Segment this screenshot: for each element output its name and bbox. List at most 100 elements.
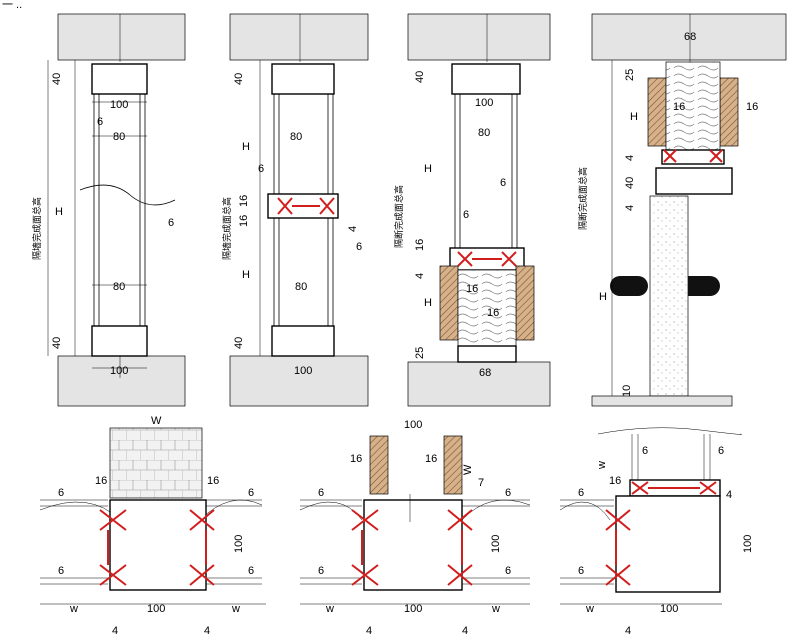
upper-frame	[661, 149, 725, 165]
d1-inner-bot: 80	[113, 281, 125, 293]
d3-gap-l: 6	[463, 209, 469, 221]
p1-wl: w	[69, 603, 78, 615]
plan-2-section: 100 16 16 W 7 6 6 6 6 100 w 100 w 4 4	[299, 419, 531, 637]
p1-wr: w	[231, 603, 240, 615]
handle-right	[688, 276, 720, 296]
header-fragment: 一 ..	[2, 0, 22, 11]
d1-top-w: 100	[110, 99, 128, 111]
d2-mid-c: 4	[347, 226, 359, 232]
d4-top-h: 25	[624, 69, 636, 81]
d2-height-top: H	[242, 141, 250, 153]
door-head	[655, 167, 733, 195]
wood-panel-right	[443, 435, 463, 495]
d4-vlabel: 隔断完成面总高	[577, 167, 589, 230]
detail-1-section: 40 40 100 6 80 H 6 80 100 隔墙完成面总高	[31, 13, 186, 407]
p2-b4r: 4	[462, 625, 468, 637]
d3-mid16: 16	[414, 239, 426, 251]
d4-mid4b: 4	[624, 205, 636, 211]
d4-bot-h: 10	[621, 385, 633, 397]
d2-gap-top: 6	[258, 163, 264, 175]
d2-vlabel: 隔墙完成面总高	[221, 197, 233, 260]
plan-3-section: 6 6 w 16 6 4 6 100 w 100 4	[559, 427, 754, 637]
p3-a6a: 6	[642, 445, 648, 457]
top-track	[451, 63, 521, 95]
d4-height-top: H	[630, 111, 638, 123]
detail-4-section: 68 25 16 16 H 4 40 4 H 10 隔断完成面总高	[577, 13, 787, 407]
d3-vlabel: 隔断完成面总高	[393, 185, 405, 248]
d3-top-h: 40	[414, 71, 426, 83]
d2-mid-a: 16	[238, 195, 250, 207]
p2-wv: W	[462, 464, 474, 475]
top-track	[91, 63, 148, 95]
d3-top-w: 100	[475, 97, 493, 109]
d2-bot-w: 100	[294, 365, 312, 377]
p2-wr: w	[491, 603, 500, 615]
p1-a6r: 6	[248, 487, 254, 499]
p1-a16r: 16	[207, 475, 219, 487]
p2-wl: w	[325, 603, 334, 615]
tile-wall	[109, 427, 203, 499]
wood-panel-left	[647, 77, 667, 147]
wood-panel-right	[515, 265, 535, 341]
break-line	[79, 184, 176, 206]
d4-wood-l: 16	[673, 101, 685, 113]
bottom-track	[271, 325, 335, 357]
p2-wood16r: 16	[425, 453, 437, 465]
p2-wood16l: 16	[350, 453, 362, 465]
wood-panel-left	[439, 265, 459, 341]
p3-wl: w	[585, 603, 594, 615]
p2-a6l: 6	[318, 487, 324, 499]
p1-d100: 100	[233, 535, 245, 553]
plan-1-section: W 16 16 6 6 6 6 100 w 100 w 4 4	[39, 415, 266, 637]
detail-3-section: 40 100 80 H 6 6 16 4 16 16 H 25 68 隔断完成面…	[393, 13, 551, 407]
d2-bot-h: 40	[233, 337, 245, 349]
floor-slab	[229, 355, 369, 407]
wood-panel-left	[369, 435, 389, 495]
d2-height-bot: H	[242, 269, 250, 281]
d4-wood-r: 16	[746, 101, 758, 113]
p3-a6l: 6	[578, 487, 584, 499]
top-track	[271, 63, 335, 95]
d1-inner-top: 80	[113, 131, 125, 143]
p3-wv: w	[596, 461, 608, 470]
p2-b4l: 4	[366, 625, 372, 637]
d3-height-bot: H	[424, 297, 432, 309]
d3-height-top: H	[424, 163, 432, 175]
ceiling-slab	[591, 13, 787, 61]
p3-b4: 4	[625, 625, 631, 637]
p2-d100: 100	[490, 535, 502, 553]
door-post	[363, 499, 463, 591]
d1-top-h: 40	[51, 73, 63, 85]
p3-a4: 4	[726, 489, 732, 501]
p3-a6bl: 6	[578, 565, 584, 577]
p1-a16l: 16	[95, 475, 107, 487]
p1-b4r: 4	[204, 625, 210, 637]
d4-top-w: 68	[684, 31, 696, 43]
d4-mid4a: 4	[624, 155, 636, 161]
door-leaf	[649, 195, 689, 397]
insulation	[457, 269, 517, 347]
d2-top-h: 40	[233, 73, 245, 85]
insulation	[665, 61, 721, 151]
d1-gap: 6	[97, 116, 103, 128]
d3-wood-a: 16	[466, 283, 478, 295]
d3-bot-h: 25	[414, 347, 426, 359]
d1-bot-w: 100	[110, 365, 128, 377]
p2-a6r: 6	[505, 487, 511, 499]
p3-d100: 100	[742, 535, 754, 553]
d2-inner: 80	[290, 131, 302, 143]
d2-gap-mid: 6	[356, 241, 362, 253]
d4-mid40: 40	[624, 177, 636, 189]
p1-a6l: 6	[58, 487, 64, 499]
d3-gap-r: 6	[500, 177, 506, 189]
bottom-track	[457, 345, 517, 363]
door-post	[109, 499, 207, 591]
p3-a6b: 6	[718, 445, 724, 457]
p1-center: 100	[147, 603, 165, 615]
floor-slab	[57, 355, 186, 407]
p2-a6br: 6	[505, 565, 511, 577]
d2-inner-bot: 80	[295, 281, 307, 293]
p3-center: 100	[660, 603, 678, 615]
p2-a7: 7	[478, 477, 484, 489]
